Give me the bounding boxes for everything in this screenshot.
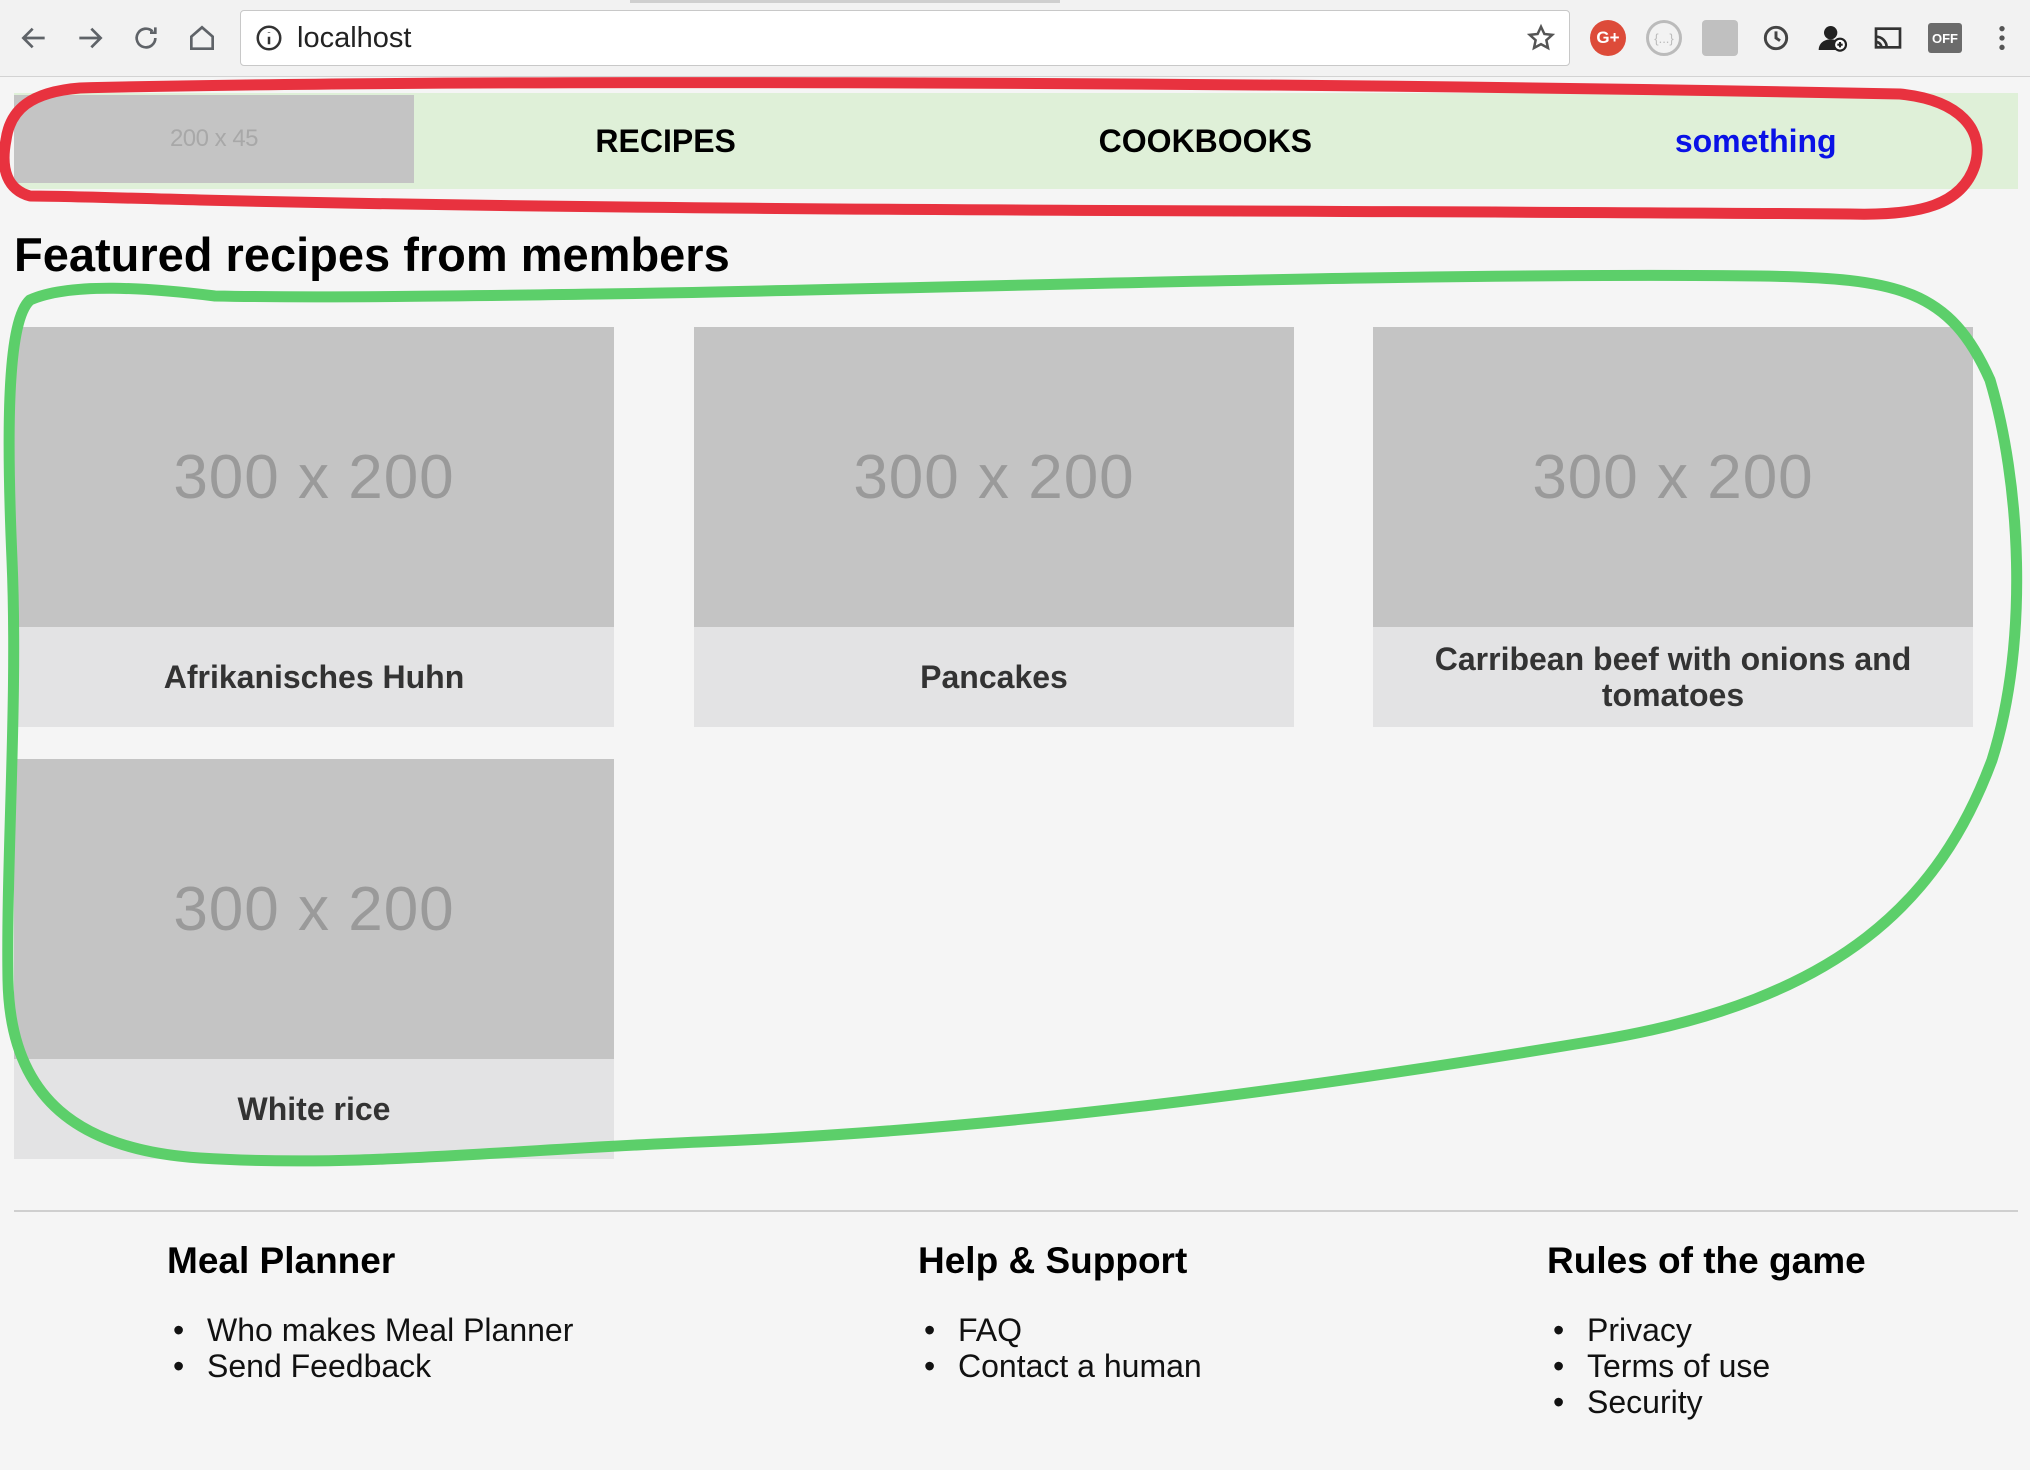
address-bar[interactable]: localhost	[240, 10, 1570, 66]
tab-strip-edge	[630, 0, 1060, 3]
recipe-name: Pancakes	[920, 659, 1068, 695]
kebab-menu-icon	[1999, 26, 2005, 50]
recipe-card[interactable]: 300 x 200 Carribean beef with onions and…	[1373, 327, 1973, 727]
nav-link-cookbooks[interactable]: COOKBOOKS	[1098, 122, 1313, 159]
footer-link-list: Who makes Meal Planner Send Feedback	[167, 1312, 573, 1384]
logo-placeholder[interactable]: 200 x 45	[14, 95, 414, 183]
home-icon	[190, 25, 214, 50]
recipe-card[interactable]: 300 x 200 White rice	[14, 759, 614, 1159]
footer-heading: Meal Planner	[167, 1240, 396, 1281]
footer-column-help-support: Help & Support FAQ Contact a human	[918, 1240, 1202, 1384]
recipe-image-placeholder: 300 x 200	[14, 759, 614, 1059]
nav-link-something[interactable]: something	[1674, 122, 1837, 159]
recipe-name: White rice	[237, 1091, 391, 1127]
main-nav: RECIPES COOKBOOKS something	[414, 123, 2018, 160]
recipe-name: Carribean beef with onions and tomatoes	[1434, 641, 1912, 713]
info-icon[interactable]	[241, 23, 297, 53]
page-title: Featured recipes from members	[14, 228, 730, 281]
recipe-image-placeholder: 300 x 200	[14, 327, 614, 627]
browser-toolbar: localhost G+ {...} OFF	[0, 0, 2030, 77]
google-plus-icon[interactable]: G+	[1590, 20, 1626, 56]
footer-link[interactable]: FAQ	[924, 1312, 1202, 1348]
site-header: 200 x 45 RECIPES COOKBOOKS something	[14, 93, 2018, 189]
recipe-card[interactable]: 300 x 200 Afrikanisches Huhn	[14, 327, 614, 727]
url-text[interactable]: localhost	[297, 21, 412, 54]
arrow-left-icon	[21, 27, 45, 49]
history-clock-icon[interactable]	[1758, 20, 1794, 56]
footer-link[interactable]: Send Feedback	[173, 1348, 573, 1384]
off-extension-icon[interactable]: OFF	[1928, 23, 1962, 53]
recipe-image-placeholder: 300 x 200	[694, 327, 1294, 627]
arrow-right-icon	[79, 27, 103, 49]
footer-heading: Rules of the game	[1547, 1240, 1866, 1281]
footer-link[interactable]: Security	[1553, 1384, 1866, 1420]
footer-link[interactable]: Contact a human	[924, 1348, 1202, 1384]
user-add-icon[interactable]	[1814, 20, 1850, 56]
recipe-name: Afrikanisches Huhn	[163, 659, 465, 695]
footer-link[interactable]: Terms of use	[1553, 1348, 1866, 1384]
footer-column-meal-planner: Meal Planner Who makes Meal Planner Send…	[167, 1240, 573, 1384]
footer-link-list: Privacy Terms of use Security	[1547, 1312, 1866, 1420]
recipe-image-placeholder: 300 x 200	[1373, 327, 1973, 627]
home-button[interactable]	[180, 16, 224, 60]
nav-link-recipes[interactable]: RECIPES	[595, 122, 736, 159]
forward-button[interactable]	[68, 16, 112, 60]
bookmark-star-icon[interactable]	[1513, 23, 1569, 53]
cast-icon[interactable]	[1870, 20, 1906, 56]
reload-button[interactable]	[124, 16, 168, 60]
reload-icon	[135, 27, 157, 49]
recipe-card[interactable]: 300 x 200 Pancakes	[694, 327, 1294, 727]
json-viewer-icon[interactable]: {...}	[1646, 20, 1682, 56]
footer-divider	[14, 1210, 2018, 1212]
back-button[interactable]	[12, 16, 56, 60]
footer-link-list: FAQ Contact a human	[918, 1312, 1202, 1384]
footer-column-rules: Rules of the game Privacy Terms of use S…	[1547, 1240, 1866, 1420]
footer-link[interactable]: Privacy	[1553, 1312, 1866, 1348]
browser-menu-button[interactable]	[1980, 16, 2024, 60]
footer-heading: Help & Support	[918, 1240, 1188, 1281]
footer-link[interactable]: Who makes Meal Planner	[173, 1312, 573, 1348]
puzzle-extension-icon[interactable]	[1702, 20, 1738, 56]
